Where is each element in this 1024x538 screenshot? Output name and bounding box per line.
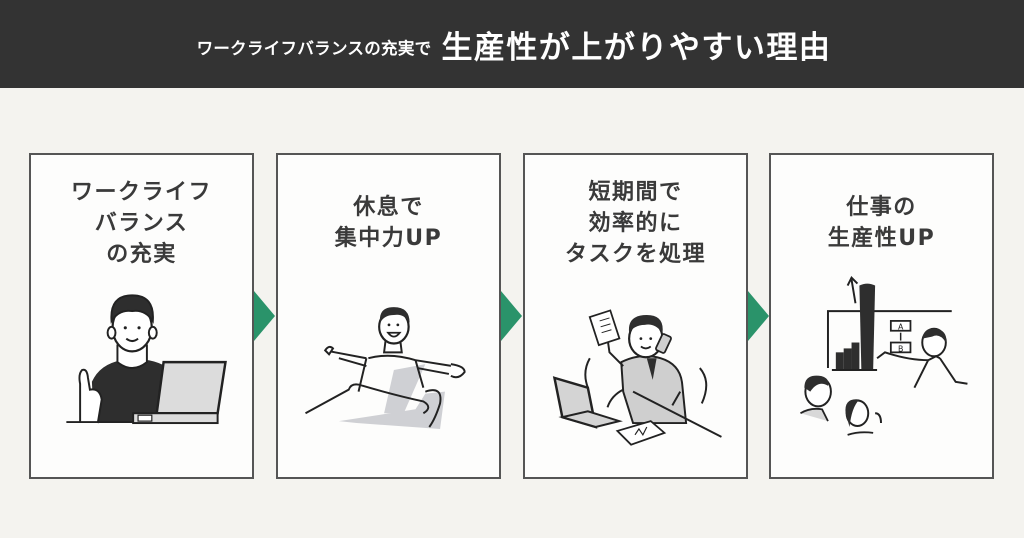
step-label: 仕事の 生産性UP	[827, 195, 936, 251]
flow-arrow-icon	[254, 291, 275, 341]
step-label: 休息で 集中力UP	[334, 195, 443, 251]
step-panel-productivity-up: 仕事の 生産性UP A B	[769, 153, 994, 479]
svg-text:B: B	[898, 344, 903, 353]
step-label: ワークライフ バランス の充実	[70, 180, 212, 267]
title-subtitle: ワークライフバランスの充実で	[196, 39, 432, 58]
man-with-laptop-thumbs-up-icon	[66, 294, 227, 425]
flow-arrow-icon	[748, 291, 769, 341]
businessman-multitasking-icon	[552, 309, 722, 446]
title-main: 生産性が上がりやすい理由	[441, 29, 832, 66]
step-label: 短期間で 効率的に タスクを処理	[564, 180, 706, 267]
svg-text:A: A	[898, 323, 904, 332]
step-panel-rest-focus: 休息で 集中力UP	[276, 153, 501, 479]
flow-arrow-icon	[501, 291, 522, 341]
man-relaxing-in-chair-icon	[305, 307, 466, 429]
presenter-with-rising-chart-icon: A B	[800, 276, 968, 436]
step-panel-efficient-tasks: 短期間で 効率的に タスクを処理	[523, 153, 748, 479]
step-panel-worklife-balance: ワークライフ バランス の充実	[29, 153, 254, 479]
title-bar: ワークライフバランスの充実で 生産性が上がりやすい理由	[0, 0, 1024, 88]
